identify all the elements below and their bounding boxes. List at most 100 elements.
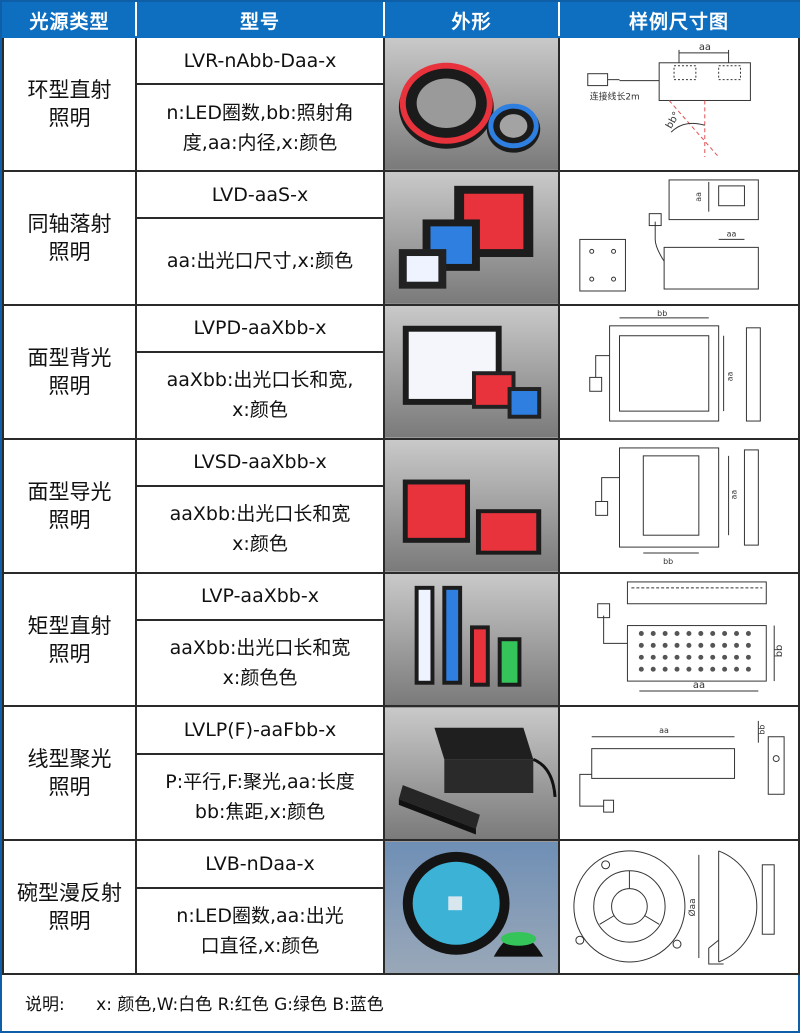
light-type-line1: 面型背光 xyxy=(27,345,112,370)
bar-dim-a: bb xyxy=(774,644,785,657)
desc-line2: x:颜色色 xyxy=(222,667,298,690)
bar-light-photo xyxy=(386,574,557,705)
table-row-coaxial-desc: aa:出光口尺寸,x:颜色 xyxy=(3,217,799,306)
model-description: P:平行,F:聚光,aa:长度 bb:焦距,x:颜色 xyxy=(135,752,385,842)
light-type-line2: 照明 xyxy=(48,775,91,800)
light-type-line2: 照明 xyxy=(48,641,91,666)
line-dim-b: bb xyxy=(757,725,766,735)
lightguide-dimension-drawing: aa bb xyxy=(595,447,759,566)
line-light-photo xyxy=(386,708,557,839)
dimension-sketch-coaxial: aa aa xyxy=(558,169,800,306)
model-description: aaXbb:出光口长和宽, x:颜色 xyxy=(135,351,385,440)
bar-dimension-drawing: bb aa xyxy=(597,580,785,692)
desc-line2: 口直径,x:颜色 xyxy=(200,934,320,957)
note-label: 说明: xyxy=(25,994,65,1015)
table-row-lightguide-desc: aaXbb:出光口长和宽 x:颜色 xyxy=(3,484,799,574)
table-row-backlight-desc: aaXbb:出光口长和宽, x:颜色 xyxy=(3,351,799,440)
ring-dimension-drawing: aa 连接线长2m bb° xyxy=(587,42,751,158)
model-code: LVLP(F)-aaFbb-x xyxy=(135,705,385,755)
backlight-photo xyxy=(386,306,557,437)
dome-dimension-drawing: Øaa xyxy=(573,850,775,965)
model-code: LVB-nDaa-x xyxy=(135,839,385,889)
desc-line2: x:颜色 xyxy=(232,533,288,556)
note-row: 说明: x: 颜色,W:白色 R:红色 G:绿色 B:蓝色 xyxy=(3,973,799,1030)
product-photo-bar xyxy=(383,571,560,708)
desc-line1: aaXbb:出光口长和宽, xyxy=(166,369,354,392)
table-row-line-desc: P:平行,F:聚光,aa:长度 bb:焦距,x:颜色 xyxy=(3,752,799,842)
light-type-line1: 线型聚光 xyxy=(27,747,112,772)
light-type-cell: 碗型漫反射 照明 xyxy=(2,839,137,976)
product-photo-lightguide xyxy=(383,437,560,574)
light-type-line2: 照明 xyxy=(48,105,91,130)
coaxial-dim-a: aa xyxy=(694,192,703,202)
dimension-sketch-backlight: bb aa xyxy=(558,303,800,440)
light-type-line1: 矩型直射 xyxy=(27,613,112,638)
lightguide-photo xyxy=(386,440,557,571)
light-type-line2: 照明 xyxy=(48,507,91,532)
light-type-cell: 同轴落射 照明 xyxy=(2,169,137,306)
dimension-sketch-bar: bb aa xyxy=(558,571,800,708)
model-code: LVSD-aaXbb-x xyxy=(135,437,385,487)
table-row-dome-desc: n:LED圈数,aa:出光 口直径,x:颜色 xyxy=(3,886,799,976)
model-code: LVR-nAbb-Daa-x xyxy=(135,35,385,86)
dimension-sketch-dome: Øaa xyxy=(558,839,800,976)
light-type-line1: 环型直射 xyxy=(27,77,112,102)
header-row: 光源类型 型号 外形 样例尺寸图 xyxy=(2,2,800,38)
product-photo-coaxial xyxy=(383,169,560,306)
dimension-sketch-line: aa bb xyxy=(558,705,800,842)
light-type-line2: 照明 xyxy=(48,239,91,264)
light-type-cell: 面型背光 照明 xyxy=(2,303,137,440)
light-type-cell: 面型导光 照明 xyxy=(2,437,137,574)
product-photo-backlight xyxy=(383,303,560,440)
model-description: aaXbb:出光口长和宽 x:颜色色 xyxy=(135,618,385,708)
table-row-dome: 碗型漫反射 照明 LVB-nDaa-x xyxy=(2,839,800,976)
table-row-bar-desc: aaXbb:出光口长和宽 x:颜色色 xyxy=(3,618,799,708)
dome-light-photo xyxy=(386,842,557,973)
light-type-line2: 照明 xyxy=(48,909,91,934)
light-type-cell: 矩型直射 照明 xyxy=(2,571,137,708)
desc-line2: bb:焦距,x:颜色 xyxy=(194,801,326,824)
dimension-sketch-ring: aa 连接线长2m bb° xyxy=(558,36,800,172)
model-description: aa:出光口尺寸,x:颜色 xyxy=(135,217,385,306)
coaxial-light-photo xyxy=(386,172,557,303)
light-type-line2: 照明 xyxy=(48,373,91,398)
table-row-ring-desc: n:LED圈数,bb:照射角 度,aa:内径,x:颜色 xyxy=(3,83,799,172)
table-row-bar: 矩型直射 照明 LVP-aaXbb-x xyxy=(2,571,800,708)
table-row-line: 线型聚光 照明 LVLP(F)-aaFbb-x xyxy=(2,705,800,842)
lightguide-dim-a: aa xyxy=(730,489,739,499)
light-type-cell: 环型直射 照明 xyxy=(2,36,137,172)
model-code: LVPD-aaXbb-x xyxy=(135,303,385,354)
backlight-dim-b: aa xyxy=(726,371,735,381)
desc-line1: aa:出光口尺寸,x:颜色 xyxy=(166,250,354,273)
note-text: x: 颜色,W:白色 R:红色 G:绿色 B:蓝色 xyxy=(96,994,384,1015)
light-type-line1: 面型导光 xyxy=(27,479,112,504)
line-dim-a: aa xyxy=(659,726,669,735)
light-type-line1: 碗型漫反射 xyxy=(17,881,122,906)
dome-dim: Øaa xyxy=(687,899,698,917)
header-model: 型号 xyxy=(135,2,385,38)
desc-line1: aaXbb:出光口长和宽 xyxy=(169,637,351,660)
table-row-backlight: 面型背光 照明 LVPD-aaXbb-x xyxy=(2,303,800,440)
note-cell: 说明: x: 颜色,W:白色 R:红色 G:绿色 B:蓝色 xyxy=(3,973,799,1030)
backlight-dimension-drawing: bb aa xyxy=(589,309,761,422)
header-sketch: 样例尺寸图 xyxy=(558,2,800,38)
model-description: aaXbb:出光口长和宽 x:颜色 xyxy=(135,484,385,574)
light-type-line1: 同轴落射 xyxy=(27,211,112,236)
desc-line1: aaXbb:出光口长和宽 xyxy=(169,503,351,526)
header-look: 外形 xyxy=(383,2,560,38)
table-row-ring: 环型直射 照明 LVR-nAbb-Daa-x xyxy=(2,35,800,172)
desc-line1: P:平行,F:聚光,aa:长度 xyxy=(165,771,355,794)
model-description: n:LED圈数,bb:照射角 度,aa:内径,x:颜色 xyxy=(135,83,385,172)
header-type: 光源类型 xyxy=(2,2,137,38)
product-photo-line xyxy=(383,705,560,842)
desc-line2: x:颜色 xyxy=(232,399,288,422)
line-dimension-drawing: aa bb xyxy=(579,721,785,814)
coaxial-dim-b: aa xyxy=(727,229,737,238)
model-code: LVD-aaS-x xyxy=(135,169,385,220)
table-row-coaxial: 同轴落射 照明 LVD-aaS-x xyxy=(2,169,800,306)
ring-dim-label: aa xyxy=(699,42,711,53)
coaxial-dimension-drawing: aa aa xyxy=(579,179,759,292)
model-description: n:LED圈数,aa:出光 口直径,x:颜色 xyxy=(135,886,385,976)
backlight-dim-a: bb xyxy=(657,309,667,318)
